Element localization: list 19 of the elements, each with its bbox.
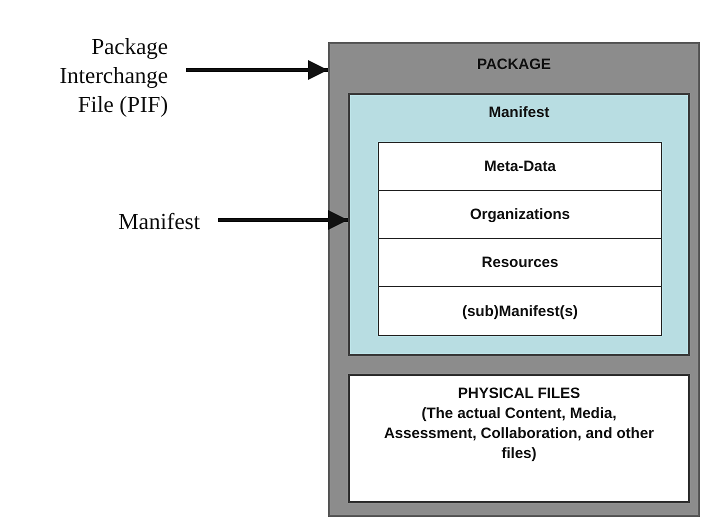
section-box [378,190,662,239]
section-box [378,238,662,287]
section-box [378,286,662,336]
section-label: (sub)Manifest(s) [462,302,578,320]
section-box [378,142,662,191]
box-heading: PACKAGE [476,56,552,73]
section-label: Organizations [470,206,570,223]
section-label: Resources [482,254,558,271]
text-label: Manifest [118,208,200,236]
box-heading: Manifest [488,104,550,121]
package-box [328,42,700,517]
arrow [186,60,328,80]
section-label: Meta-Data [484,158,556,175]
box-description: (The actual Content, Media, Assessment, Collaboration, and other files) [382,404,656,464]
manifest-box [348,93,690,356]
arrow [218,210,348,230]
text-label: Package Interchange File (PIF) [58,32,168,118]
files-box [348,374,690,503]
box-heading: PHYSICAL FILES [456,384,582,404]
